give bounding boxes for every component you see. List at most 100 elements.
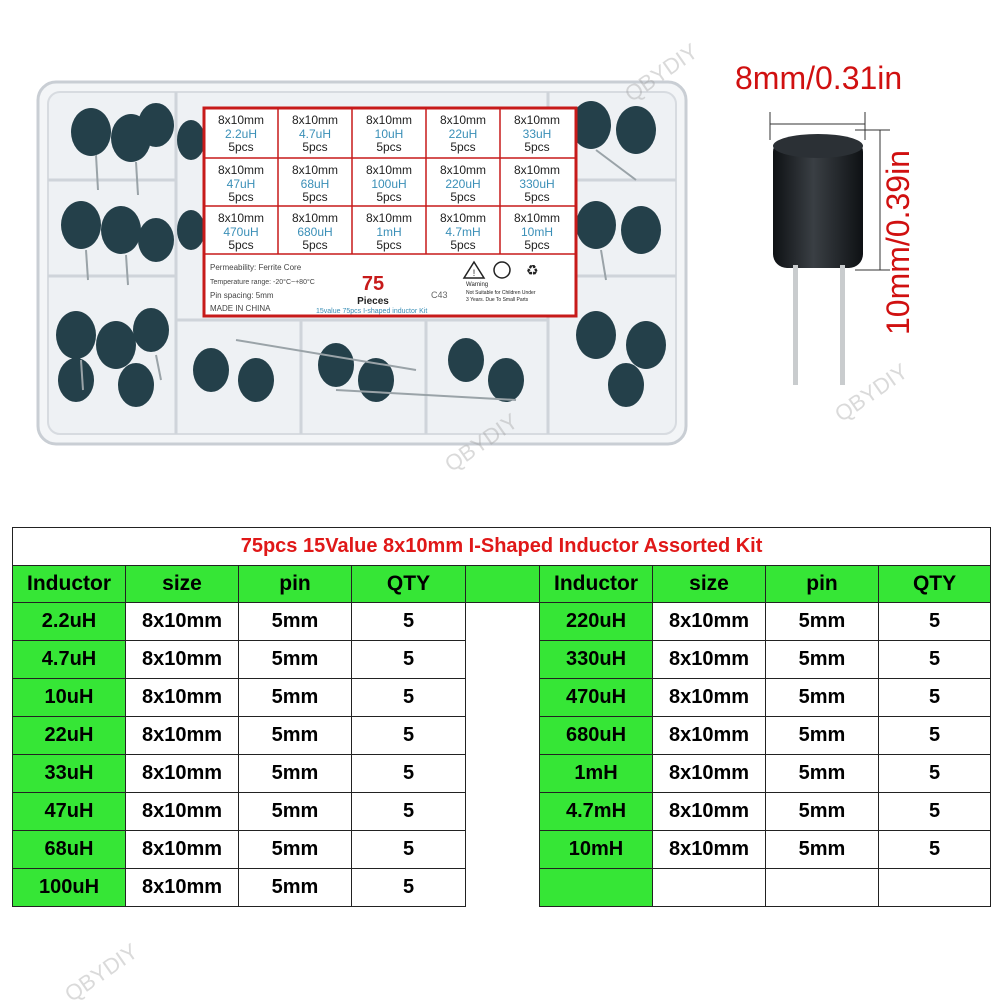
header-size: size [125, 565, 239, 603]
card-count: 75 [362, 273, 384, 295]
card-cell-value: 47uH [227, 177, 256, 191]
card-cell-value: 4.7mH [445, 225, 480, 239]
cell-size: 8x10mm [652, 602, 766, 641]
cell-qty [877, 868, 992, 907]
cell-size: 8x10mm [125, 754, 239, 793]
cell-size: 8x10mm [652, 754, 766, 793]
cell-qty: 5 [351, 640, 466, 679]
cell-qty: 5 [351, 754, 466, 793]
cell-size: 8x10mm [125, 830, 239, 869]
width-dimension-label: 8mm/0.31in [735, 60, 903, 96]
cell-qty: 5 [877, 678, 992, 717]
cell-inductor: 4.7uH [12, 640, 126, 679]
spec-table-title: 75pcs 15Value 8x10mm I-Shaped Inductor A… [11, 527, 992, 566]
header-pin: pin [765, 565, 879, 603]
card-cell-value: 330uH [519, 177, 554, 191]
cell-inductor: 470uH [539, 678, 653, 717]
no-children-icon [493, 261, 511, 279]
card-cell-value: 1mH [376, 225, 401, 239]
card-cell-size: 8x10mm [440, 211, 486, 225]
cell-inductor: 100uH [12, 868, 126, 907]
recycle-icon: ♻ [526, 263, 539, 279]
column-spacer [465, 640, 540, 679]
cell-size: 8x10mm [652, 678, 766, 717]
card-temperature: Temperature range: -20°C~+80°C [210, 278, 315, 286]
cell-inductor: 68uH [12, 830, 126, 869]
cell-size: 8x10mm [125, 792, 239, 831]
column-spacer [465, 868, 540, 907]
column-spacer [465, 830, 540, 869]
card-cell-size: 8x10mm [292, 113, 338, 127]
cell-qty: 5 [877, 754, 992, 793]
card-cell-size: 8x10mm [440, 163, 486, 177]
card-warning: Warning [466, 282, 488, 288]
cell-qty: 5 [351, 830, 466, 869]
cell-pin: 5mm [765, 640, 879, 679]
header-qty: QTY [351, 565, 466, 603]
cell-inductor: 10uH [12, 678, 126, 717]
spec-table-header: Inductor size pin QTY Inductor size pin … [12, 565, 992, 603]
cell-pin: 5mm [765, 830, 879, 869]
card-cell-qty: 5pcs [450, 190, 475, 204]
cell-size: 8x10mm [652, 830, 766, 869]
cell-pin: 5mm [238, 602, 352, 641]
card-cell-qty: 5pcs [302, 190, 327, 204]
column-spacer [465, 792, 540, 831]
cell-size: 8x10mm [652, 792, 766, 831]
column-spacer [465, 602, 540, 641]
svg-text:!: ! [473, 268, 476, 278]
cell-qty: 5 [351, 868, 466, 907]
cell-pin: 5mm [238, 830, 352, 869]
cell-size: 8x10mm [125, 640, 239, 679]
cell-qty: 5 [877, 640, 992, 679]
cell-pin: 5mm [238, 640, 352, 679]
card-cell-size: 8x10mm [514, 163, 560, 177]
card-permeability: Permeability: Ferrite Core [210, 263, 302, 272]
card-cell-value: 2.2uH [225, 127, 257, 141]
cell-inductor: 4.7mH [539, 792, 653, 831]
organizer-box-photo: 8x10mm2.2uH5pcs8x10mm4.7uH5pcs8x10mm10uH… [36, 80, 688, 446]
cell-qty: 5 [877, 602, 992, 641]
card-cell-size: 8x10mm [218, 163, 264, 177]
card-cell-qty: 5pcs [524, 238, 549, 252]
cell-pin: 5mm [765, 754, 879, 793]
cell-size [652, 868, 766, 907]
cell-qty: 5 [877, 716, 992, 755]
card-cell-qty: 5pcs [376, 238, 401, 252]
cell-pin: 5mm [238, 716, 352, 755]
card-cell-qty: 5pcs [376, 140, 401, 154]
card-cell-qty: 5pcs [524, 190, 549, 204]
card-cell-size: 8x10mm [218, 113, 264, 127]
warning-icon: ! [462, 260, 486, 279]
card-pieces: Pieces [357, 296, 389, 307]
card-cell-qty: 5pcs [376, 190, 401, 204]
card-cell-size: 8x10mm [218, 211, 264, 225]
cell-qty: 5 [351, 792, 466, 831]
column-spacer [465, 716, 540, 755]
cell-inductor: 47uH [12, 792, 126, 831]
cell-inductor: 330uH [539, 640, 653, 679]
header-pin: pin [238, 565, 352, 603]
header-qty: QTY [877, 565, 992, 603]
card-cell-size: 8x10mm [292, 163, 338, 177]
card-cell-value: 470uH [223, 225, 258, 239]
header-inductor: Inductor [539, 565, 653, 603]
card-cell-qty: 5pcs [302, 238, 327, 252]
card-cell-size: 8x10mm [292, 211, 338, 225]
card-cell-size: 8x10mm [440, 113, 486, 127]
card-warning-text-2: 3 Years. Due To Small Parts [466, 297, 529, 303]
cell-pin: 5mm [765, 602, 879, 641]
card-cell-value: 33uH [523, 127, 552, 141]
column-spacer [465, 678, 540, 717]
cell-qty: 5 [877, 830, 992, 869]
card-cell-size: 8x10mm [514, 211, 560, 225]
cell-inductor: 2.2uH [12, 602, 126, 641]
card-code: C43 [431, 290, 448, 300]
card-cell-value: 220uH [445, 177, 480, 191]
inductor-photo [769, 112, 890, 385]
